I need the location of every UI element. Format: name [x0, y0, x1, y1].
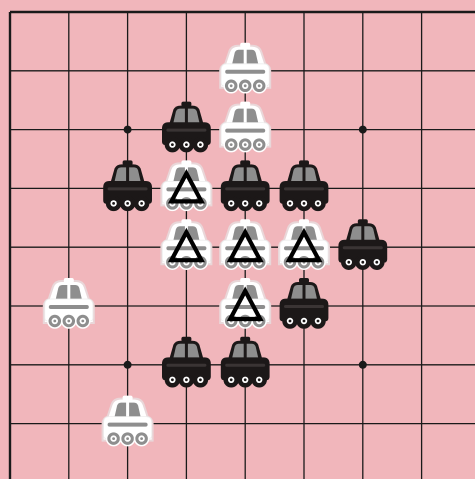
star-point	[359, 361, 367, 369]
star-point	[124, 361, 132, 369]
star-point	[359, 126, 367, 134]
star-point	[124, 126, 132, 134]
